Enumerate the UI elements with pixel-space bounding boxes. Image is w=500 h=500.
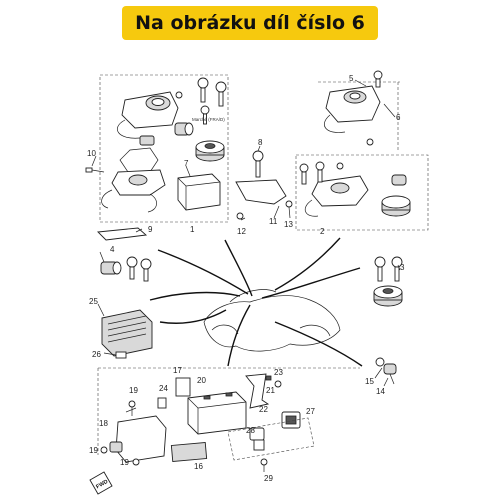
battery-icon — [187, 391, 247, 435]
callout-6: 6 — [396, 113, 401, 122]
callout-24: 24 — [159, 384, 168, 393]
leader-curve-bottom — [227, 304, 251, 367]
callout-27: 27 — [306, 407, 315, 416]
callout-29: 29 — [264, 474, 273, 483]
callout-21: 21 — [266, 386, 275, 395]
clip-icon — [157, 397, 167, 409]
callout-19-bottom: 19 — [120, 458, 129, 467]
callout-19-mid: 19 — [89, 446, 98, 455]
leader-curve-right — [261, 267, 361, 299]
callout-9: 9 — [148, 225, 153, 234]
callout-12: 12 — [237, 227, 246, 236]
title-banner: Na obrázku díl číslo 6 — [122, 6, 378, 40]
callout-17: 17 — [173, 366, 182, 375]
callout-1: 1 — [190, 225, 195, 234]
callout-7: 7 — [184, 159, 189, 168]
callout-3: 3 — [400, 263, 405, 272]
callout-20: 20 — [197, 376, 206, 385]
group-box-2 — [295, 154, 429, 231]
key-icon — [175, 77, 227, 125]
key-set-icon — [373, 256, 403, 307]
callout-2: 2 — [320, 227, 325, 236]
stay-bracket-icon — [235, 179, 293, 220]
callout-26: 26 — [92, 350, 101, 359]
callout-19-top: 19 — [129, 386, 138, 395]
lock-set-icon — [100, 256, 152, 282]
battery-box-icon — [109, 407, 167, 463]
pad-icon — [170, 442, 208, 462]
callout-16: 16 — [194, 462, 203, 471]
bolt-icon — [85, 167, 105, 173]
callout-5: 5 — [349, 74, 354, 83]
leader-curve-left — [149, 291, 241, 301]
callout-15: 15 — [365, 377, 374, 386]
regulator-icon — [101, 309, 153, 359]
leader-curve-upper-right — [274, 237, 341, 291]
callout-14: 14 — [376, 387, 385, 396]
sensor-icon — [375, 357, 397, 385]
leader-curve-left-lower — [159, 309, 227, 324]
switch-assembly-6 — [324, 70, 383, 146]
callout-10: 10 — [87, 149, 96, 158]
callout-23: 23 — [274, 368, 283, 377]
fuel-cap-icon — [195, 140, 225, 162]
key-icon — [252, 150, 264, 178]
callout-28: 28 — [246, 426, 255, 435]
callout-18: 18 — [99, 419, 108, 428]
callout-13: 13 — [284, 220, 293, 229]
callout-22: 22 — [259, 405, 268, 414]
market-note: Marché (FRA/D) — [192, 117, 225, 122]
callout-25: 25 — [89, 297, 98, 306]
relay-icon — [227, 411, 315, 461]
fwd-label: FWD — [95, 479, 109, 490]
callout-4: 4 — [110, 245, 115, 254]
page-title: Na obrázku díl číslo 6 — [135, 12, 365, 34]
spacer-icon — [175, 377, 191, 397]
leader-curve-lower-right — [274, 321, 363, 367]
group-box-1 — [99, 74, 229, 223]
callout-8: 8 — [258, 138, 263, 147]
control-unit-icon — [177, 173, 221, 211]
leader-lines — [91, 79, 401, 387]
leader-curve-top — [224, 239, 253, 297]
fwd-badge: FWD — [89, 471, 113, 495]
callout-11: 11 — [269, 217, 278, 226]
lock-cylinder-icon: Marché (FRA/D) — [174, 117, 225, 136]
screw-icon — [100, 380, 282, 472]
leader-curve-mid — [157, 249, 249, 295]
main-switch-assembly — [101, 91, 179, 213]
bracket-22-icon — [245, 373, 272, 409]
switch-assembly-2 — [299, 161, 411, 217]
bracket-icon — [97, 227, 148, 241]
